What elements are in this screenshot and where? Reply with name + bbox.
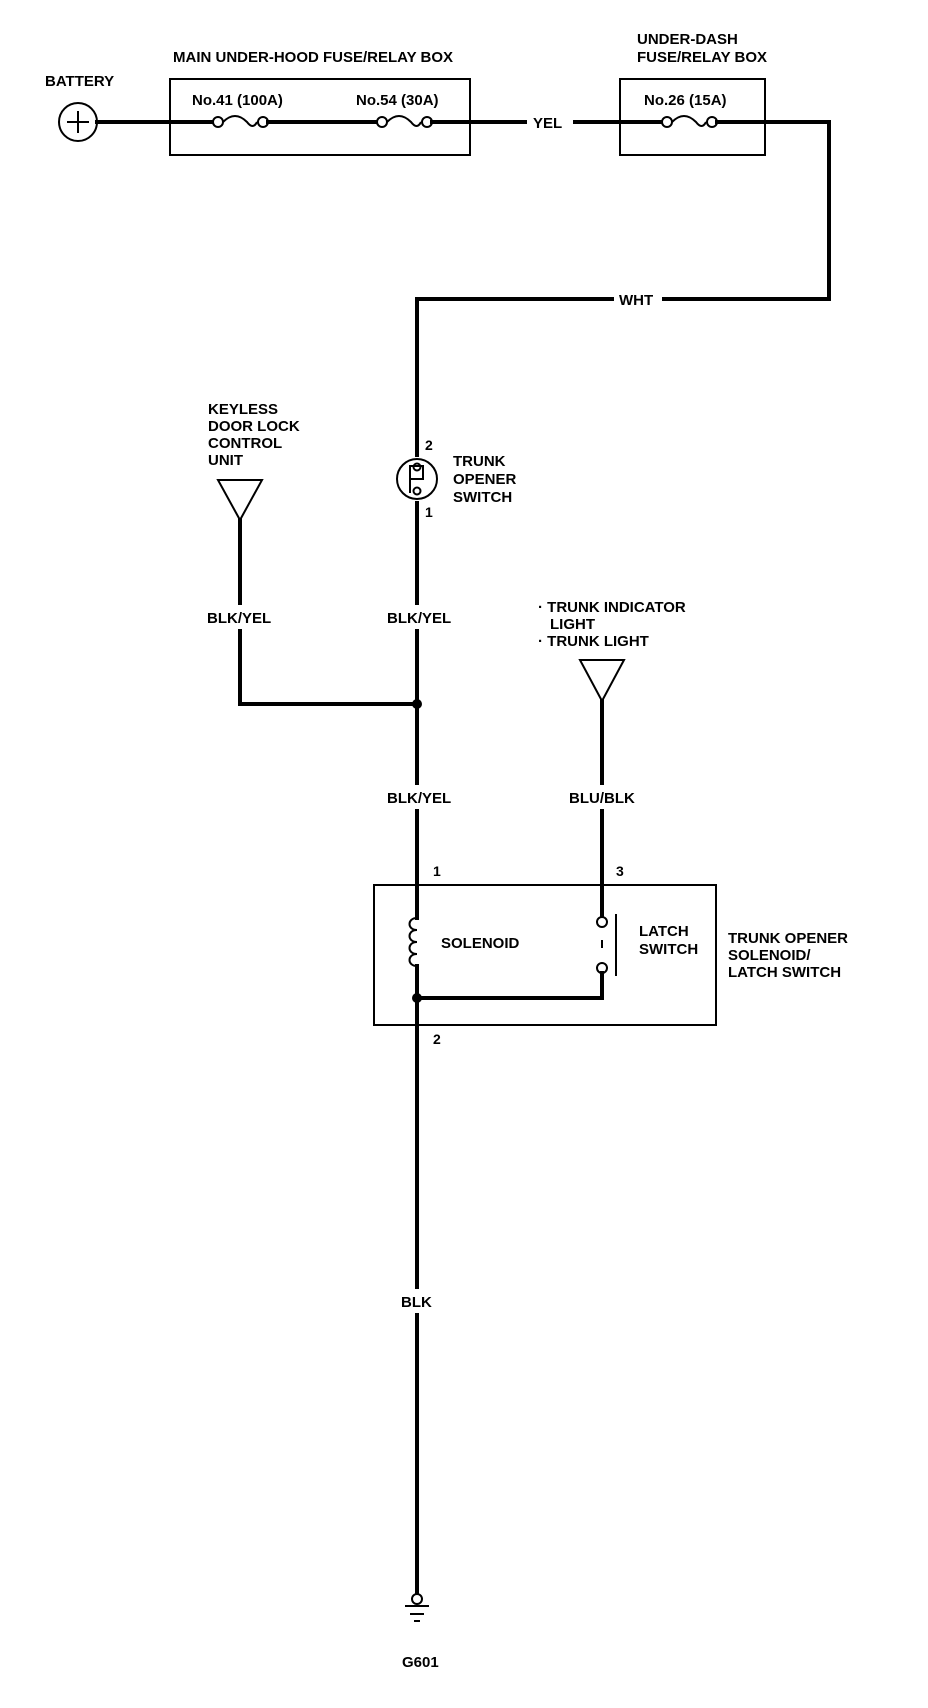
trunk-light-connector-triangle bbox=[578, 659, 626, 704]
solenoid-pin-2: 2 bbox=[433, 1031, 441, 1047]
trunk-switch-pin-1: 1 bbox=[425, 504, 433, 520]
fuse-no26-terminal-left bbox=[661, 116, 673, 128]
main-fuse-box-title: MAIN UNDER-HOOD FUSE/RELAY BOX bbox=[173, 49, 453, 66]
fuse-no54-element bbox=[386, 115, 422, 127]
trunk-opener-switch: 2 1 TRUNK OPENER SWITCH bbox=[396, 437, 517, 520]
fuse-no41-label: No.41 (100A) bbox=[192, 92, 283, 109]
trunk-switch-label-line2: OPENER bbox=[453, 471, 517, 488]
fuse-no41-element bbox=[222, 115, 258, 127]
assembly-title-line2: SOLENOID/ bbox=[728, 947, 811, 964]
fuse-no41-terminal-left bbox=[212, 116, 224, 128]
solenoid-coil-icon bbox=[408, 917, 418, 967]
keyless-label-line4: UNIT bbox=[208, 452, 243, 469]
dash-fuse-box-title-line1: UNDER-DASH bbox=[637, 31, 738, 48]
fuse-no54-terminal-left bbox=[376, 116, 388, 128]
latch-label-line2: SWITCH bbox=[639, 941, 698, 958]
main-fuse-box: MAIN UNDER-HOOD FUSE/RELAY BOX No.41 (10… bbox=[168, 49, 472, 156]
battery: BATTERY bbox=[45, 73, 114, 142]
fuse-no26-element bbox=[671, 115, 707, 127]
solenoid-label: SOLENOID bbox=[441, 935, 520, 952]
trunk-switch-label-line1: TRUNK bbox=[453, 453, 506, 470]
wire-blk-yel-lower-label: BLK/YEL bbox=[387, 790, 451, 807]
wire-wht bbox=[415, 120, 831, 457]
wire-blk-yel-keyless bbox=[238, 518, 419, 706]
dash-fuse-box: UNDER-DASH FUSE/RELAY BOX No.26 (15A) bbox=[618, 31, 767, 156]
pushbutton-icon bbox=[409, 465, 424, 493]
keyless-connector-triangle bbox=[216, 479, 264, 523]
trunk-switch-label-line3: SWITCH bbox=[453, 489, 512, 506]
wire-blk-yel-left-label: BLK/YEL bbox=[207, 610, 271, 627]
trunk-light-label-line1: · TRUNK INDICATOR bbox=[538, 599, 686, 616]
keyless-label-line2: DOOR LOCK bbox=[208, 418, 300, 435]
trunk-light: · TRUNK INDICATOR LIGHT · TRUNK LIGHT bbox=[538, 599, 686, 704]
keyless-label-line1: KEYLESS bbox=[208, 401, 278, 418]
keyless-door-lock-control-unit: KEYLESS DOOR LOCK CONTROL UNIT bbox=[208, 401, 300, 523]
latch-label-line1: LATCH bbox=[639, 923, 689, 940]
battery-label: BATTERY bbox=[45, 73, 114, 90]
trunk-opener-switch-symbol bbox=[396, 458, 438, 500]
fuse-no54-label: No.54 (30A) bbox=[356, 92, 439, 109]
dash-fuse-box-outline bbox=[619, 78, 766, 156]
trunk-opener-solenoid-latch-switch: 1 3 2 SOLENOID LATCH SWITCH TRUNK OPENER… bbox=[373, 863, 848, 1047]
latch-pin-3: 3 bbox=[616, 863, 624, 879]
dash-fuse-box-title-line2: FUSE/RELAY BOX bbox=[637, 49, 767, 66]
wire-wht-label: WHT bbox=[619, 292, 653, 309]
ground-g601: G601 bbox=[402, 1593, 439, 1671]
trunk-switch-pin-2: 2 bbox=[425, 437, 433, 453]
fuse-no26-label: No.26 (15A) bbox=[644, 92, 727, 109]
wire-blk-label: BLK bbox=[401, 1294, 432, 1311]
ground-label: G601 bbox=[402, 1654, 439, 1671]
solenoid-assembly-outline bbox=[373, 884, 717, 1026]
assembly-title-line3: LATCH SWITCH bbox=[728, 964, 841, 981]
wire-blu-blk-label: BLU/BLK bbox=[569, 790, 635, 807]
main-fuse-box-outline bbox=[169, 78, 471, 156]
solenoid-pin-1: 1 bbox=[433, 863, 441, 879]
keyless-label-line3: CONTROL bbox=[208, 435, 282, 452]
trunk-light-label-line2: LIGHT bbox=[550, 616, 595, 633]
trunk-light-label-line3: · TRUNK LIGHT bbox=[538, 633, 649, 650]
wire-yel-label: YEL bbox=[533, 115, 562, 132]
assembly-title-line1: TRUNK OPENER bbox=[728, 930, 848, 947]
latch-contact-top bbox=[596, 916, 608, 928]
wire-blk-yel-mid-label: BLK/YEL bbox=[387, 610, 451, 627]
